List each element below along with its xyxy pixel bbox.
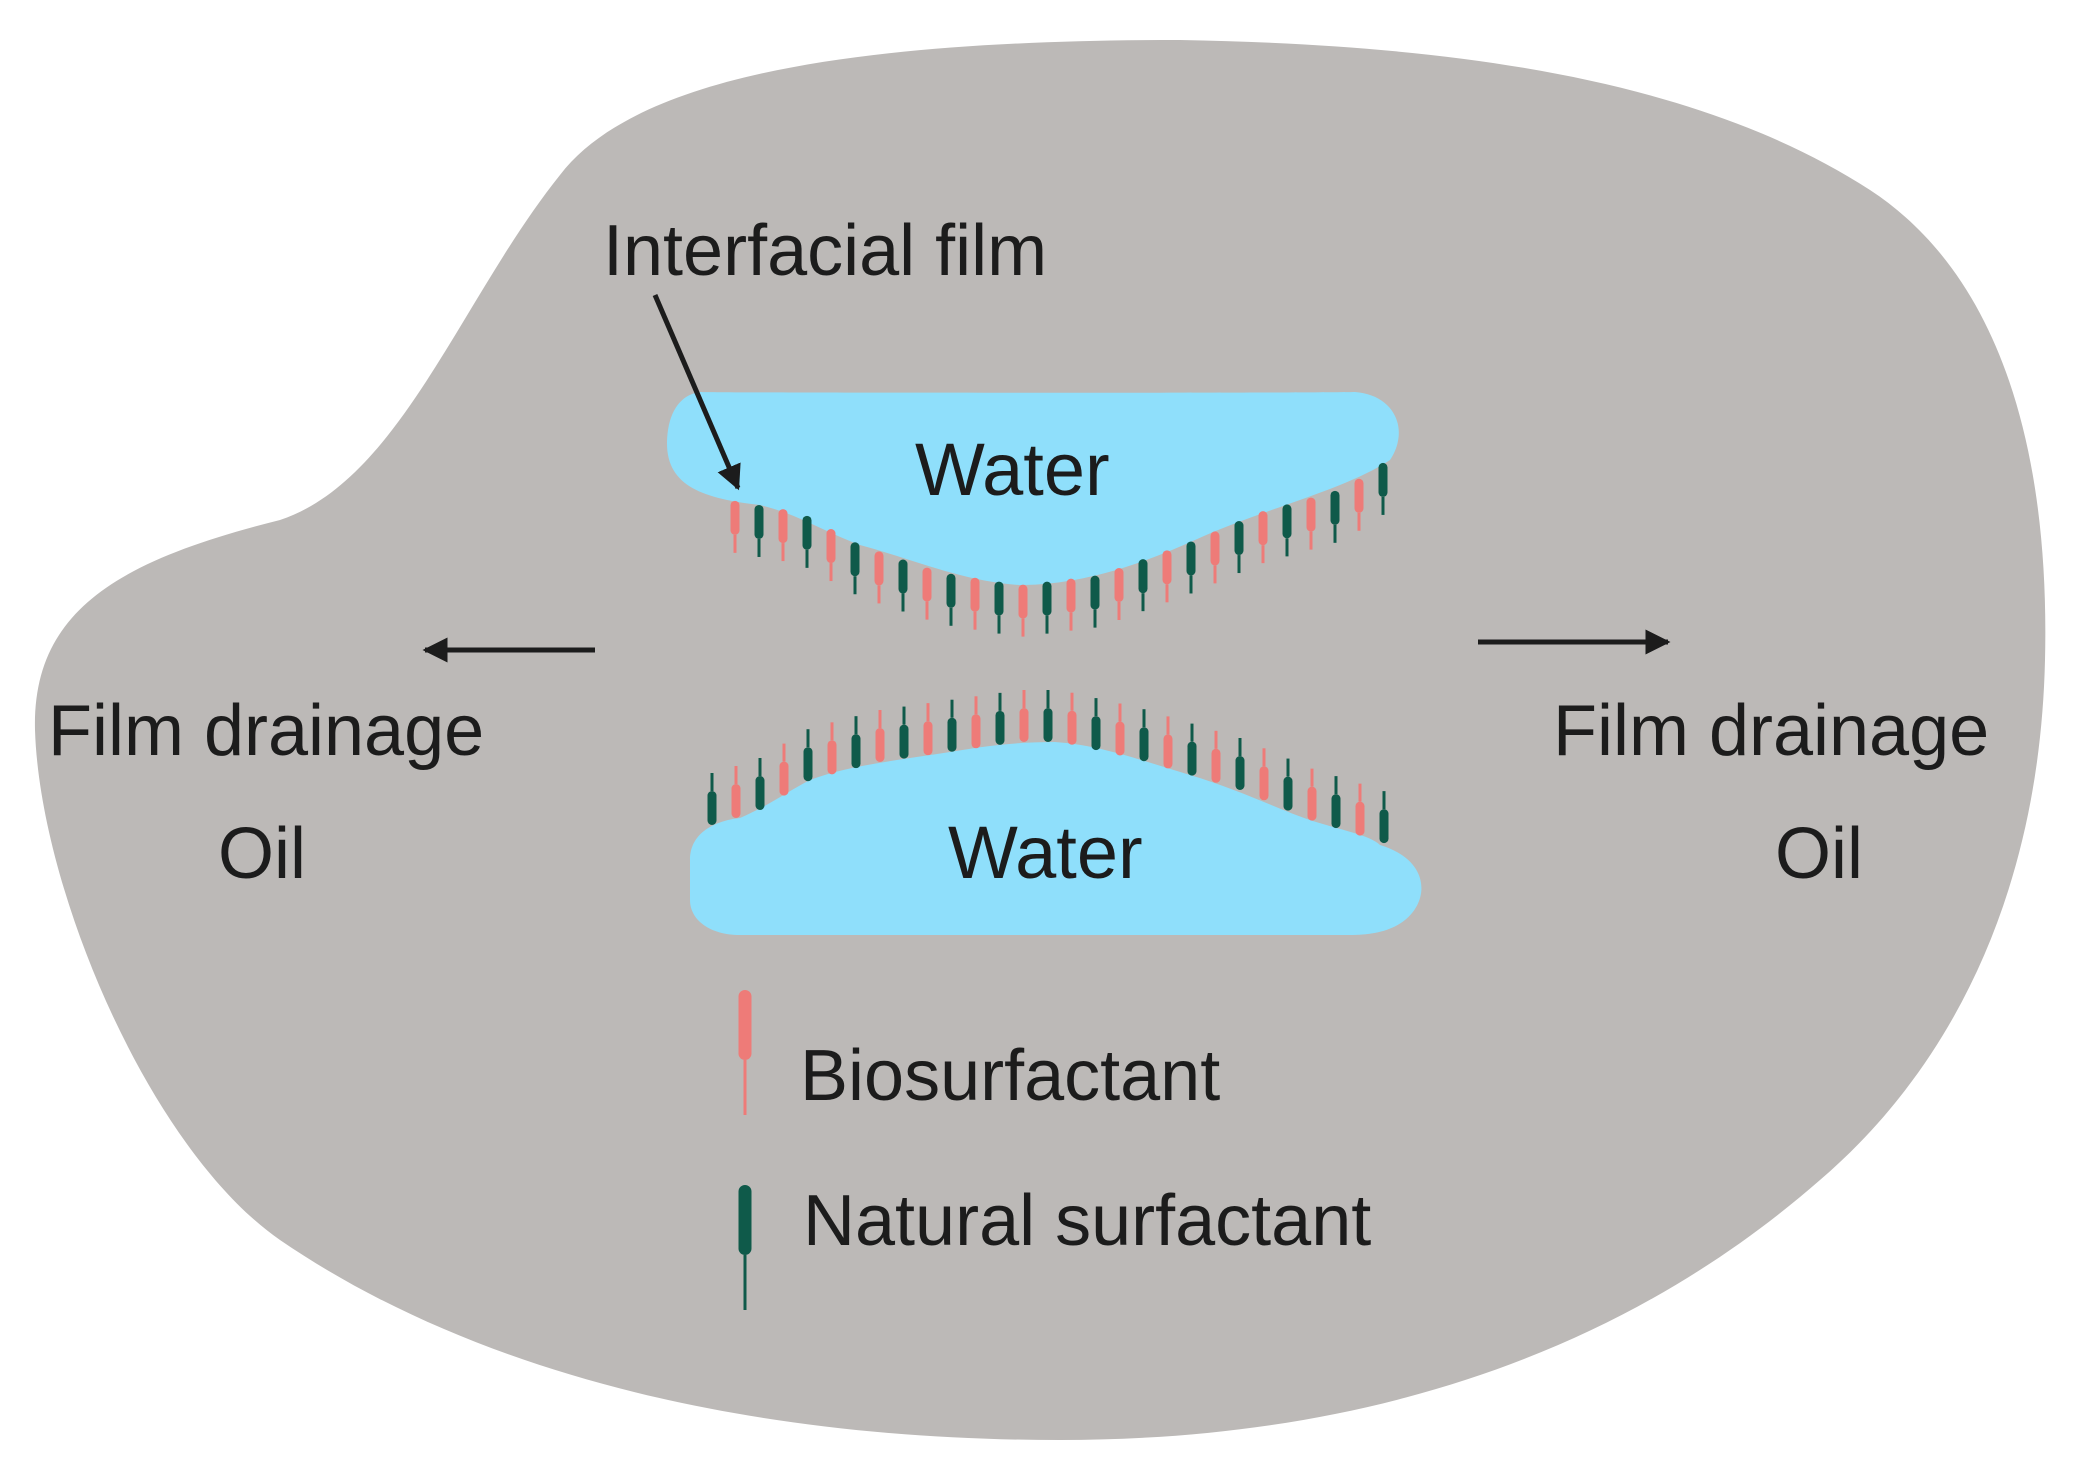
surfactant-molecule <box>1091 698 1101 751</box>
surfactant-molecule <box>754 504 764 557</box>
surfactant-molecule <box>1234 521 1244 574</box>
water-droplet-top <box>666 392 1399 585</box>
surfactant-molecule <box>1043 690 1053 742</box>
oil-left-label: Oil <box>218 814 306 894</box>
surfactant-molecule <box>898 559 908 612</box>
surfactant-molecule <box>827 722 837 775</box>
water-bottom-label: Water <box>948 811 1143 894</box>
surfactant-molecule <box>1090 575 1100 628</box>
surfactant-molecule <box>851 716 861 769</box>
interfacial-film-label: Interfacial film <box>603 211 1047 291</box>
interfacial-film-top <box>730 462 1388 637</box>
natural-surfactant-molecule <box>738 1185 752 1310</box>
surfactant-molecule <box>1138 559 1148 612</box>
surfactant-molecule <box>1186 541 1196 594</box>
surfactant-molecule <box>923 703 933 756</box>
surfactant-molecule <box>802 515 812 568</box>
surfactant-molecule <box>1042 581 1052 634</box>
surfactant-molecule <box>1210 531 1220 584</box>
surfactant-molecule <box>1355 783 1365 836</box>
surfactant-molecule <box>899 706 909 759</box>
surfactant-molecule <box>947 699 957 752</box>
surfactant-molecule <box>1115 703 1125 756</box>
surfactant-molecule <box>1162 550 1172 603</box>
surfactant-molecule <box>1066 578 1076 631</box>
surfactant-molecule <box>826 529 836 582</box>
surfactant-molecule <box>1114 568 1124 620</box>
surfactant-molecule <box>1235 738 1245 790</box>
surfactant-molecule <box>850 542 860 595</box>
surfactant-molecule <box>1330 490 1340 543</box>
surfactant-molecule <box>922 567 932 620</box>
surfactant-molecule <box>1282 504 1292 557</box>
surfactant-molecule <box>971 696 981 749</box>
surfactant-molecule <box>1187 723 1197 776</box>
legend-natural-surfactant-label: Natural surfactant <box>803 1181 1371 1261</box>
surfactant-molecule <box>995 692 1005 745</box>
interfacial-film-bottom <box>707 690 1389 844</box>
water-top-label: Water <box>915 428 1110 511</box>
surfactant-molecule <box>1331 776 1341 829</box>
surfactant-molecule <box>1354 478 1364 531</box>
surfactant-molecule <box>1259 748 1269 801</box>
surfactant-molecule <box>707 773 717 825</box>
interfacial-film-arrow <box>652 294 741 491</box>
surfactant-molecule <box>946 573 956 626</box>
surfactant-molecule <box>755 758 765 810</box>
surfactant-molecule <box>970 577 980 630</box>
film-drainage-right-label: Film drainage <box>1553 691 1989 771</box>
legend: Biosurfactant Natural surfactant <box>738 990 1371 1310</box>
surfactant-molecule <box>1018 584 1028 637</box>
biosurfactant-molecule <box>738 990 752 1115</box>
natural-surfactant-icon <box>738 1185 752 1310</box>
surfactant-molecule <box>731 766 741 818</box>
surfactant-molecule <box>1283 758 1293 811</box>
water-droplet-bottom <box>690 742 1422 935</box>
surfactant-molecule <box>803 729 813 782</box>
surfactant-molecule <box>875 710 885 762</box>
surfactant-molecule <box>1163 716 1173 769</box>
surfactant-molecule <box>730 500 740 553</box>
surfactant-molecule <box>1378 462 1388 515</box>
surfactant-molecule <box>1306 497 1316 550</box>
biosurfactant-icon <box>738 990 752 1115</box>
surfactant-molecule <box>1139 709 1149 762</box>
surfactant-molecule <box>994 581 1004 634</box>
legend-biosurfactant-label: Biosurfactant <box>800 1036 1220 1116</box>
oil-region <box>34 40 2046 1440</box>
surfactant-molecule <box>778 509 788 562</box>
surfactant-molecule <box>1019 690 1029 742</box>
surfactant-molecule <box>1067 692 1077 745</box>
surfactant-molecule <box>1379 791 1389 844</box>
film-drainage-left-label: Film drainage <box>48 691 484 771</box>
surfactant-molecule <box>1307 768 1317 821</box>
surfactant-molecule <box>1258 511 1268 564</box>
surfactant-molecule <box>779 743 789 796</box>
surfactant-molecule <box>1211 730 1221 783</box>
surfactant-molecule <box>874 551 884 604</box>
oil-right-label: Oil <box>1775 814 1863 894</box>
